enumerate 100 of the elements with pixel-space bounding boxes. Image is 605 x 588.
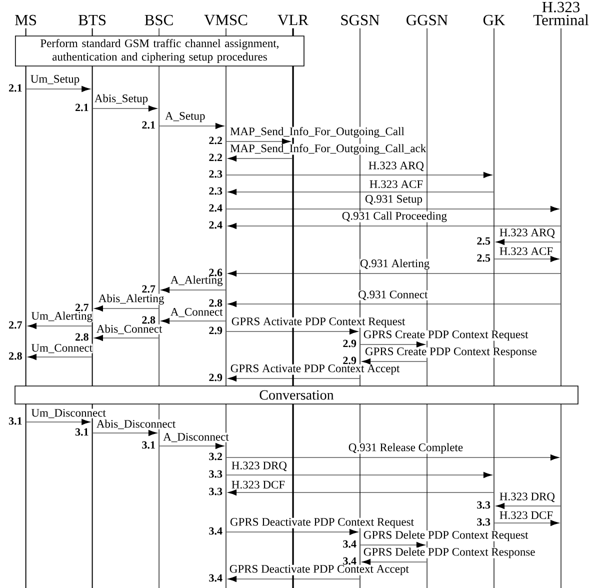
step-number: 2.9: [209, 374, 222, 382]
message-arrow: [226, 206, 560, 212]
message-arrow: [228, 489, 494, 496]
message-arrow: [362, 558, 427, 565]
participant-label: VMSC: [204, 14, 248, 26]
message-arrow: [228, 155, 292, 162]
step-number: 2.8: [142, 316, 156, 324]
message-arrow: [228, 576, 360, 582]
message-label: H.323 DCF: [231, 480, 286, 489]
step-number: 2.8: [209, 299, 222, 307]
message-arrow: [496, 502, 561, 509]
message-arrow: [228, 188, 494, 196]
message-label: H.323 DCF: [499, 511, 554, 520]
step-number: 2.5: [477, 254, 490, 262]
message-label: GPRS Delete PDP Context Request: [363, 530, 528, 542]
message-arrow: [226, 138, 291, 145]
message-label: Abis_Connect: [96, 324, 162, 334]
message-arrow: [226, 328, 358, 334]
step-number: 3.2: [209, 452, 222, 460]
step-number: 2.3: [209, 170, 222, 178]
step-number: 2.1: [142, 121, 155, 129]
message-arrow: [28, 322, 92, 329]
step-number: 3.3: [209, 470, 222, 478]
message-arrow: [494, 256, 560, 262]
step-number: 2.1: [76, 104, 88, 112]
participant-label: SGSN: [341, 14, 380, 26]
step-number: 2.1: [9, 84, 22, 92]
message-arrow: [159, 122, 224, 130]
message-arrow: [362, 358, 427, 364]
step-number: 2.2: [209, 136, 222, 144]
message-arrow: [226, 472, 492, 478]
message-arrow: [26, 86, 90, 92]
participant-label: GK: [483, 14, 506, 26]
message-label: A_Alerting: [170, 275, 223, 286]
participant-label: H.323 Terminal: [533, 2, 589, 26]
message-label: Abis_Alerting: [98, 294, 164, 305]
message-label: Abis_Disconnect: [96, 419, 176, 430]
step-number: 3.4: [209, 527, 222, 535]
message-label: A_Connect: [170, 308, 223, 318]
message-label: GPRS Create PDP Context Request: [363, 330, 528, 341]
note-box: Perform standard GSM traffic channel assignment, authentication and ciphering setup procedures: [15, 36, 304, 66]
message-label: Q.931 Setup: [364, 194, 423, 206]
message-arrow: [160, 286, 226, 293]
message-arrow: [92, 105, 158, 112]
message-label: Abis_Setup: [94, 94, 148, 105]
message-arrow: [26, 418, 90, 425]
message-label: Um_Alerting: [31, 311, 93, 322]
step-number: 3.3: [477, 518, 490, 526]
participant-label: MS: [15, 14, 36, 26]
message-arrow: [92, 430, 158, 436]
step-number: 3.4: [343, 540, 356, 548]
message-label: Q.931 Release Complete: [348, 442, 464, 454]
message-arrow: [226, 454, 560, 460]
message-label: H.323 ACF: [369, 180, 424, 188]
message-label: H.323 DRQ: [231, 461, 288, 472]
message-label: MAP_Send_Info_For_Outgoing_Call: [230, 126, 405, 138]
message-label: GPRS Activate PDP Context Request: [231, 317, 406, 328]
participant-label: BTS: [78, 14, 106, 26]
message-arrow: [228, 375, 360, 382]
message-label: MAP_Send_Info_For_Outgoing_Call_ack: [230, 144, 426, 155]
message-label: H.323 DRQ: [499, 492, 556, 502]
message-arrow: [228, 270, 561, 276]
message-arrow: [28, 354, 92, 360]
message-label: H.323 ARQ: [368, 161, 424, 172]
step-number: 2.4: [209, 204, 222, 212]
message-arrow: [496, 238, 561, 246]
step-number: 3.1: [8, 417, 22, 425]
message-arrow: [94, 305, 159, 312]
message-arrow: [494, 520, 560, 526]
step-number: 2.9: [209, 326, 222, 334]
message-label: A_Disconnect: [162, 432, 230, 442]
message-label: GPRS Deactivate PDP Context Request: [230, 518, 414, 528]
message-label: H.323 ACF: [499, 247, 554, 256]
message-arrow: [159, 442, 224, 449]
message-label: Um_Setup: [30, 74, 80, 86]
participant-label: GGSN: [406, 14, 448, 26]
message-arrow: [94, 334, 159, 341]
message-arrow: [160, 318, 226, 324]
message-label: GPRS Delete PDP Context Response: [363, 547, 536, 558]
note-box: Conversation: [14, 386, 578, 404]
message-label: GPRS Deactivate PDP Context Accept: [229, 564, 410, 576]
message-label: H.323 ARQ: [499, 228, 556, 238]
message-label: Um_Disconnect: [31, 408, 106, 418]
step-number: 2.8: [76, 333, 88, 341]
message-label: Q.931 Connect: [358, 290, 428, 300]
participant-label: BSC: [144, 14, 173, 26]
message-arrow: [360, 542, 426, 548]
step-number: 2.9: [343, 340, 356, 348]
message-label: Um_Connect: [31, 344, 93, 354]
message-label: Q.931 Call Proceeding: [342, 211, 448, 222]
participant-label: VLR: [278, 14, 308, 26]
message-arrow: [226, 528, 358, 535]
step-number: 3.1: [75, 428, 88, 436]
message-label: GPRS Create PDP Context Response: [364, 347, 538, 358]
step-number: 2.8: [9, 352, 22, 360]
message-arrow: [228, 300, 561, 307]
message-arrow: [228, 222, 561, 230]
message-label: A_Setup: [164, 112, 206, 122]
step-number: 3.3: [477, 501, 490, 509]
step-number: 2.9: [343, 356, 356, 364]
